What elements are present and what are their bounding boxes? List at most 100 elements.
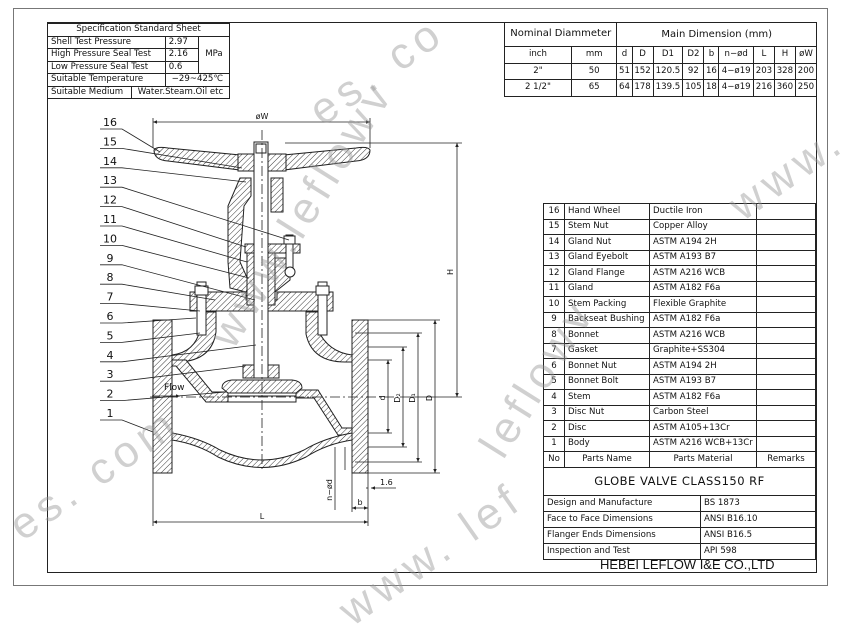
part-remarks	[756, 280, 816, 297]
leader-line	[100, 332, 201, 343]
dimension-column-header: n−ød	[718, 46, 754, 64]
dimension-cell: 203	[752, 62, 775, 80]
spec-title: Specification Standard Sheet	[47, 23, 230, 37]
dimension-column-header: mm	[570, 46, 618, 64]
standard-label: Flanger Ends Dimensions	[543, 527, 701, 544]
dimension-cell: 4−ø19	[718, 62, 754, 80]
dim-gap-label: 1.6	[380, 478, 393, 487]
nominal-diameter-header: Nominal Diammeter	[503, 22, 618, 47]
valve-title: GLOBE VALVE CLASS150 RF	[543, 467, 816, 496]
dimension-column-header: L	[752, 46, 775, 64]
temperature-label: Suitable Temperature	[47, 73, 166, 87]
callout-2: 2	[107, 388, 114, 401]
part-number: 6	[543, 358, 565, 375]
part-remarks	[756, 389, 816, 406]
part-name: Bonnet Bolt	[564, 373, 650, 390]
callout-16: 16	[103, 116, 117, 129]
body-upper-right	[305, 311, 353, 363]
part-remarks	[756, 435, 816, 452]
standard-label: Face to Face Dimensions	[543, 511, 701, 528]
parts-header-name: Parts Name	[564, 451, 650, 468]
dim-d2-label: D₂	[393, 393, 402, 402]
dimension-cell: 4−ø19	[718, 79, 754, 97]
leader-line	[100, 317, 197, 324]
leader-line	[100, 264, 256, 301]
part-remarks	[756, 234, 816, 251]
part-remarks	[756, 358, 816, 375]
dimension-cell: 105	[682, 79, 705, 97]
part-material: ASTM A182 F6a	[649, 389, 757, 406]
part-name: Gland Flange	[564, 265, 650, 282]
dimension-cell: 64	[616, 79, 633, 97]
part-material: ASTM A216 WCB+13Cr	[649, 435, 757, 452]
part-remarks	[756, 296, 816, 313]
part-name: Gland Eyebolt	[564, 249, 650, 266]
part-name: Stem	[564, 389, 650, 406]
part-remarks	[756, 203, 816, 220]
part-number: 13	[543, 249, 565, 266]
callout-10: 10	[103, 232, 117, 245]
dim-d1-label: D₁	[408, 393, 417, 402]
part-name: Body	[564, 435, 650, 452]
leader-line	[100, 391, 227, 402]
dimension-cell: 152	[631, 62, 654, 80]
part-remarks	[756, 404, 816, 421]
part-number: 1	[543, 435, 565, 452]
part-number: 11	[543, 280, 565, 297]
part-number: 8	[543, 327, 565, 344]
part-name: Gland	[564, 280, 650, 297]
dimension-cell: 2"	[504, 62, 572, 80]
leader-line	[100, 344, 257, 363]
part-name: Gasket	[564, 342, 650, 359]
parts-header-no: No	[543, 451, 565, 468]
dimension-column-header: H	[773, 46, 796, 64]
part-name: Disc	[564, 420, 650, 437]
gland-nut	[283, 235, 296, 245]
eyebolt-pin	[284, 266, 296, 278]
part-name: Stem Nut	[564, 218, 650, 235]
dimension-cell: 216	[752, 79, 775, 97]
dim-d-label: d	[378, 395, 387, 400]
dim-w-label: øW	[256, 112, 269, 121]
dimension-cell: 2 1/2"	[504, 79, 572, 97]
part-number: 2	[543, 420, 565, 437]
dimension-column-header: øW	[794, 46, 818, 64]
part-name: Stem Packing	[564, 296, 650, 313]
part-material: ASTM A193 B7	[649, 373, 757, 390]
part-remarks	[756, 265, 816, 282]
part-name: Bonnet Nut	[564, 358, 650, 375]
spec-label: Shell Test Pressure	[47, 35, 166, 49]
callout-13: 13	[103, 174, 117, 187]
part-name: Hand Wheel	[564, 203, 650, 220]
dim-holes-label: n−ød	[325, 479, 334, 501]
part-name: Backseat Bushing	[564, 311, 650, 328]
callout-1: 1	[107, 407, 114, 420]
part-material: ASTM A216 WCB	[649, 327, 757, 344]
part-material: Ductile Iron	[649, 203, 757, 220]
leader-line	[100, 186, 290, 241]
dim-l-label: L	[260, 512, 265, 521]
part-number: 15	[543, 218, 565, 235]
callout-9: 9	[107, 252, 114, 265]
part-number: 5	[543, 373, 565, 390]
leader-line	[100, 128, 161, 153]
medium-value: Water.Steam.Oil etc	[137, 86, 224, 97]
part-number: 14	[543, 234, 565, 251]
part-number: 9	[543, 311, 565, 328]
body-right-flange	[351, 319, 369, 474]
